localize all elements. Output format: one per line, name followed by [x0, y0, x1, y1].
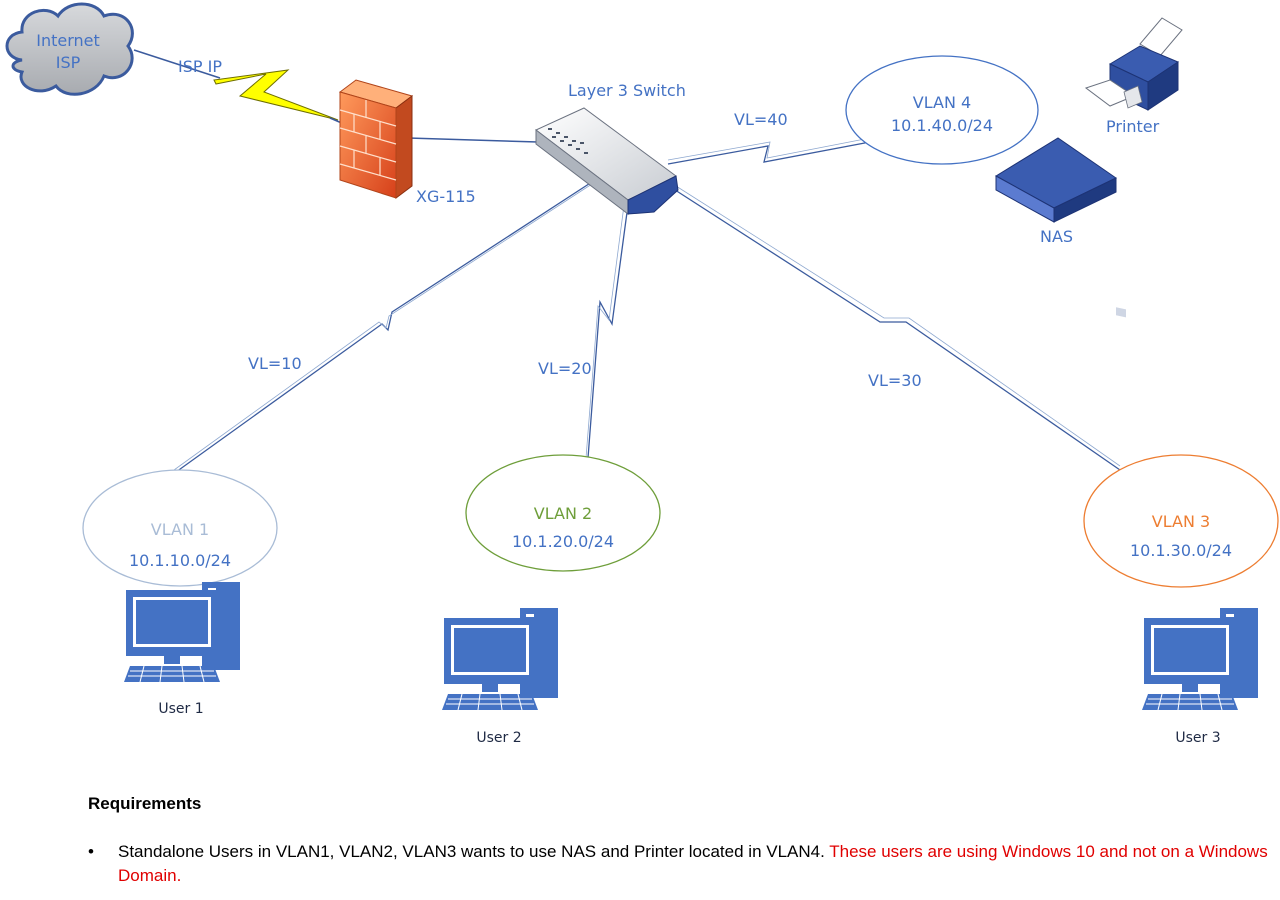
isp-ip-label: ISP IP [178, 57, 222, 76]
link-vl30 [671, 185, 1121, 471]
layer3-switch-icon [535, 107, 679, 216]
vlan3-subnet: 10.1.30.0/24 [1130, 541, 1232, 560]
internet-cloud-icon [5, 2, 134, 96]
printer-label: Printer [1106, 117, 1160, 136]
requirement-highlight: These users are using Windows 10 and not… [118, 842, 1268, 885]
requirements-list: Standalone Users in VLAN1, VLAN2, VLAN3 … [88, 840, 1268, 888]
vlan2-name: VLAN 2 [534, 504, 592, 523]
link-vl20 [585, 189, 631, 459]
switch-label: Layer 3 Switch [568, 81, 686, 100]
user2-label: User 2 [476, 730, 521, 746]
vlan3-ellipse [1083, 454, 1279, 588]
user2-computer-icon [442, 608, 558, 711]
vlan4-name: VLAN 4 [913, 93, 971, 112]
nas-label: NAS [1040, 227, 1073, 246]
vlan4-ellipse [845, 55, 1039, 165]
user1-computer-icon [124, 582, 240, 683]
requirement-item: Standalone Users in VLAN1, VLAN2, VLAN3 … [88, 840, 1268, 888]
user1-label: User 1 [158, 701, 203, 717]
firewall-switch-link [407, 137, 539, 143]
vl40-label: VL=40 [734, 110, 788, 129]
requirements-section: Requirements Standalone Users in VLAN1, … [88, 794, 1268, 888]
requirements-title: Requirements [88, 794, 202, 813]
vlan4-subnet: 10.1.40.0/24 [891, 116, 993, 135]
isp-link-lightning [133, 49, 345, 125]
user3-label: User 3 [1175, 730, 1220, 746]
user3-computer-icon [1142, 608, 1258, 711]
vl20-label: VL=20 [538, 359, 592, 378]
vlan1-ellipse [82, 469, 278, 587]
internet-label: Internet [36, 31, 100, 50]
nas-icon [995, 137, 1117, 223]
vlan1-subnet: 10.1.10.0/24 [129, 551, 231, 570]
vlan2-subnet: 10.1.20.0/24 [512, 532, 614, 551]
vlan1-name: VLAN 1 [151, 520, 209, 539]
isp-label: ISP [56, 53, 81, 72]
printer-icon [1084, 17, 1183, 318]
vlan2-ellipse [465, 454, 661, 572]
requirement-text: Standalone Users in VLAN1, VLAN2, VLAN3 … [118, 842, 830, 861]
link-vl10 [173, 177, 599, 473]
vlan-links [173, 137, 1121, 473]
vl10-label: VL=10 [248, 354, 302, 373]
vl30-label: VL=30 [868, 371, 922, 390]
link-vl40 [667, 137, 871, 165]
network-diagram: Internet ISP ISP IP XG-115 [5, 2, 1279, 746]
firewall-label: XG-115 [416, 187, 476, 206]
firewall-icon [338, 79, 414, 199]
vlan3-name: VLAN 3 [1152, 512, 1210, 531]
